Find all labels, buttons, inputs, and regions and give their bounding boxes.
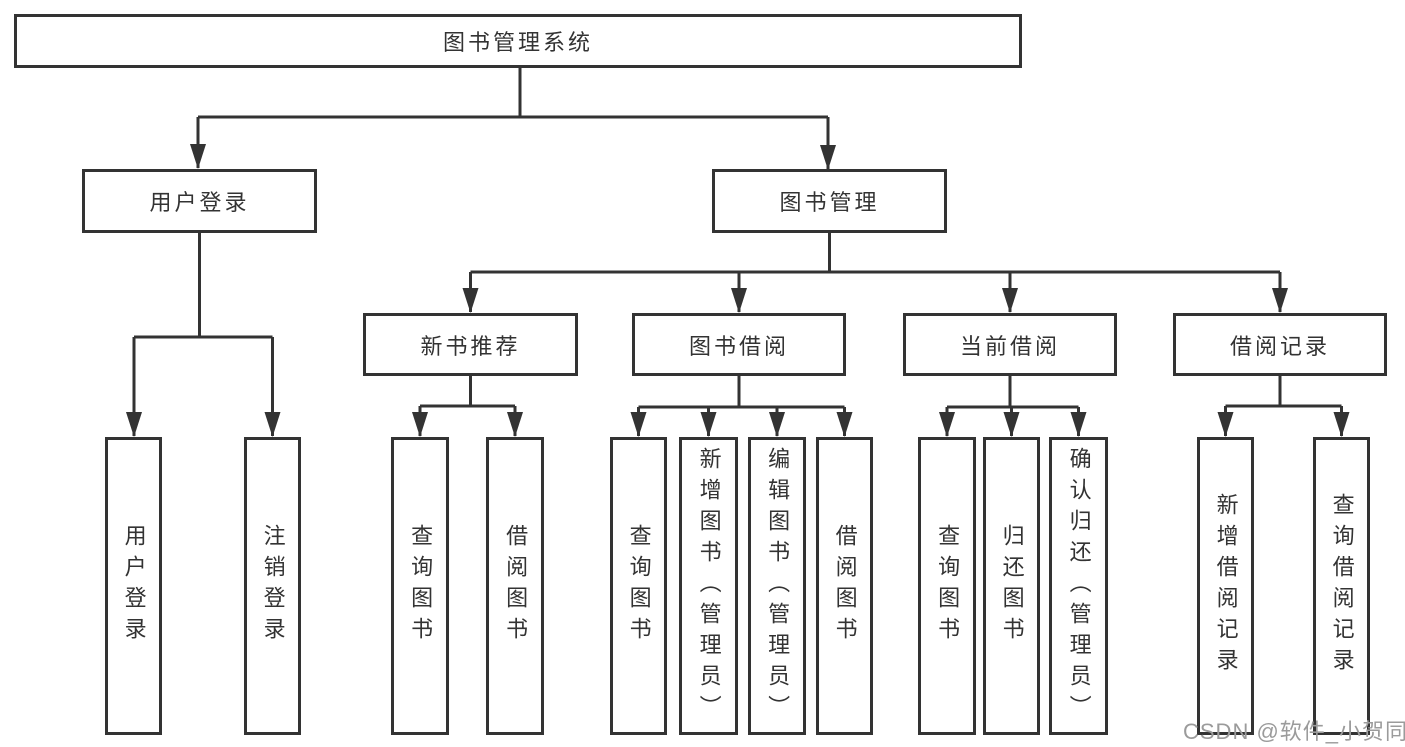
leaf-query-borrow-record: 查询借阅记录 [1313,437,1370,735]
leaf-borrow-books-1: 借阅图书 [486,437,544,735]
node-label: 用户登录 [149,190,250,215]
leaf-edit-books-admin: 编辑图书（管理员） [748,437,806,735]
node-current-borrow: 当前借阅 [903,313,1117,376]
leaf-label: 确认归还（管理员） [1066,446,1092,726]
leaf-borrow-books-2: 借阅图书 [816,437,873,735]
node-label: 图书借阅 [688,333,789,359]
leaf-logout: 注销登录 [244,437,301,735]
node-label: 当前借阅 [959,333,1060,359]
leaf-query-books-2: 查询图书 [610,437,667,735]
node-label: 借阅记录 [1229,333,1330,359]
leaf-add-borrow-record: 新增借阅记录 [1197,437,1254,735]
leaf-label: 查询图书 [626,524,652,648]
node-label: 新书推荐 [420,333,521,359]
leaf-label: 新增借阅记录 [1213,493,1239,679]
node-book-management: 图书管理 [712,169,947,233]
node-label: 图书管理 [779,190,880,215]
leaf-confirm-return-admin: 确认归还（管理员） [1049,437,1108,735]
leaf-label: 查询图书 [408,524,434,648]
node-borrow-records: 借阅记录 [1173,313,1387,376]
node-user-login: 用户登录 [82,169,317,233]
leaf-user-login: 用户登录 [105,437,162,735]
leaf-label: 查询图书 [935,524,961,648]
leaf-query-books-1: 查询图书 [391,437,449,735]
leaf-add-books-admin: 新增图书（管理员） [679,437,738,735]
leaf-query-books-3: 查询图书 [918,437,976,735]
leaf-return-books: 归还图书 [983,437,1040,735]
leaf-label: 用户登录 [121,524,147,648]
csdn-watermark: CSDN @软件_小贺同学 [1183,719,1405,744]
leaf-label: 借阅图书 [832,524,858,648]
leaf-label: 查询借阅记录 [1329,493,1355,679]
leaf-label: 借阅图书 [503,524,529,648]
leaf-label: 编辑图书（管理员） [765,446,791,726]
node-book-borrow: 图书借阅 [632,313,846,376]
node-label: 图书管理系统 [442,30,593,55]
leaf-label: 归还图书 [999,524,1025,648]
node-library-management-system: 图书管理系统 [14,14,1022,68]
leaf-label: 新增图书（管理员） [696,446,722,726]
leaf-label: 注销登录 [260,524,286,648]
node-new-book-recommend: 新书推荐 [363,313,578,376]
